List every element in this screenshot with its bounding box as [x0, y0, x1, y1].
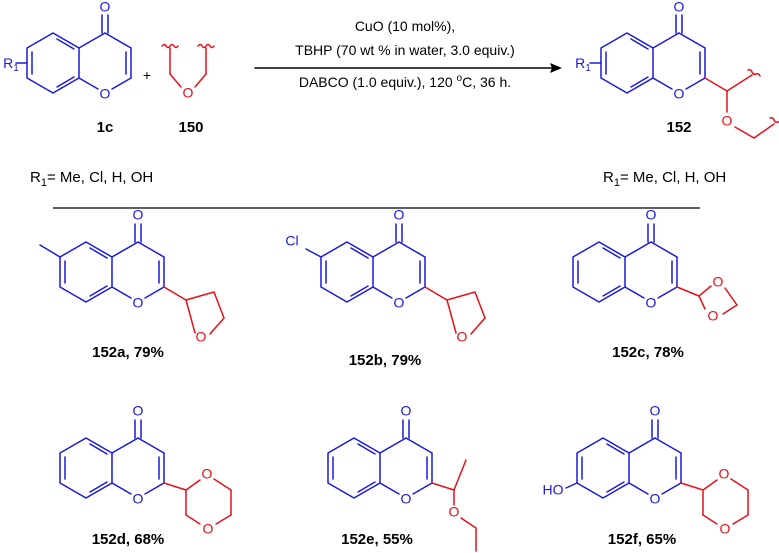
ether-oxygen: O	[183, 85, 194, 101]
svg-text:O: O	[720, 521, 731, 537]
svg-text:O: O	[646, 207, 657, 223]
svg-text:O: O	[394, 207, 405, 223]
r1-definition-right: R1= Me, Cl, H, OH	[603, 169, 726, 189]
product-r1-substituent: R1	[575, 55, 591, 74]
svg-text:O: O	[196, 329, 207, 345]
reaction-arrow: CuO (10 mol%), TBHP (70 wt % in water, 3…	[254, 18, 562, 90]
reactant-1c: R1 O O 1c	[3, 0, 132, 136]
svg-text:O: O	[202, 466, 213, 482]
example-152c: O O O O 152c, 78%	[572, 207, 738, 361]
compound-label-150: 150	[178, 119, 203, 136]
svg-text:O: O	[708, 308, 719, 324]
condition-catalyst: CuO (10 mol%),	[355, 18, 455, 34]
condition-base-temp: DABCO (1.0 equiv.), 120 oC, 36 h.	[299, 73, 511, 90]
ring-oxygen: O	[100, 86, 111, 102]
svg-text:O: O	[133, 403, 144, 419]
carbonyl-oxygen: O	[100, 0, 111, 15]
svg-text:Cl: Cl	[285, 233, 298, 249]
reactant-150: O 150	[161, 43, 215, 136]
svg-text:O: O	[401, 491, 412, 507]
svg-text:O: O	[713, 274, 724, 290]
product-carbonyl-oxygen: O	[674, 0, 685, 15]
example-label: 152d, 68%	[92, 531, 165, 548]
svg-text:HO: HO	[543, 482, 564, 498]
condition-oxidant: TBHP (70 wt % in water, 3.0 equiv.)	[295, 42, 515, 58]
example-label: 152f, 65%	[608, 531, 676, 548]
plus-sign: +	[143, 67, 151, 83]
example-152b: Cl O O O 152b, 79%	[285, 207, 486, 369]
svg-text:O: O	[719, 466, 730, 482]
svg-text:O: O	[133, 207, 144, 223]
svg-text:O: O	[646, 295, 657, 311]
svg-text:O: O	[133, 491, 144, 507]
product-ether-oxygen: O	[722, 113, 733, 129]
svg-text:O: O	[203, 521, 214, 537]
svg-text:O: O	[650, 491, 661, 507]
svg-text:O: O	[449, 504, 460, 520]
r1-substituent: R1	[3, 55, 19, 74]
r1-definition-left: R1= Me, Cl, H, OH	[30, 169, 153, 189]
svg-text:O: O	[401, 403, 412, 419]
compound-label-152: 152	[666, 119, 691, 136]
svg-text:O: O	[394, 295, 405, 311]
product-ring-oxygen: O	[674, 86, 685, 102]
product-152: R1 O O O 152	[575, 0, 779, 139]
svg-text:O: O	[650, 403, 661, 419]
example-152a: O O O 152a, 79%	[39, 207, 225, 361]
example-152f: HO O O O O 152f, 65%	[543, 403, 749, 548]
example-label: 152c, 78%	[612, 344, 684, 361]
example-label: 152e, 55%	[341, 531, 413, 548]
example-label: 152b, 79%	[349, 352, 422, 369]
example-152d: O O O O 152d, 68%	[59, 403, 232, 548]
example-152e: O O O 152e, 55%	[327, 403, 477, 552]
compound-label-1c: 1c	[97, 119, 114, 136]
svg-text:O: O	[133, 295, 144, 311]
svg-text:O: O	[457, 329, 468, 345]
example-label: 152a, 79%	[92, 344, 164, 361]
